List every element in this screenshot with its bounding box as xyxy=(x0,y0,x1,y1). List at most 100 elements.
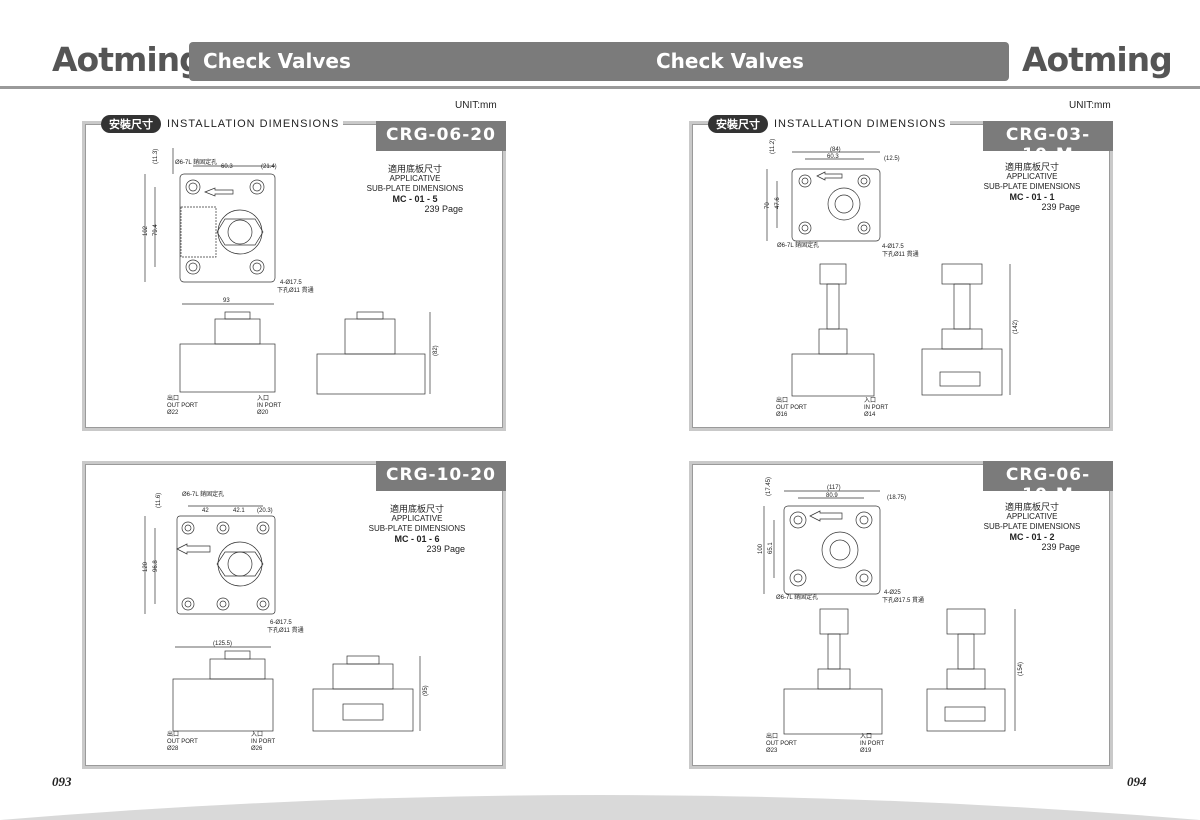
svg-text:出口: 出口 xyxy=(167,394,179,402)
subplate-code: MC - 01 - 5 xyxy=(392,194,438,204)
brand-logo-right: Aotming xyxy=(1022,40,1173,79)
subplate-en1: APPLICATIVE xyxy=(391,514,443,523)
subplate-en2: SUB-PLATE DIMENSIONS xyxy=(983,182,1081,191)
subplate-page: 239 Page xyxy=(1041,202,1080,212)
svg-text:42.1: 42.1 xyxy=(233,508,245,514)
subplate-cn: 適用底板尺寸 xyxy=(389,504,444,514)
subplate-page: 239 Page xyxy=(1041,542,1080,552)
svg-text:(12.5): (12.5) xyxy=(884,156,900,162)
svg-text:Ø6-7L 銷固定孔: Ø6-7L 銷固定孔 xyxy=(777,241,819,249)
svg-text:(142): (142) xyxy=(1013,320,1019,334)
valve-drawing: Ø6-7L 銷固定孔 60.3 (21.4) 102 79.4 (11.3) 4… xyxy=(143,148,439,416)
svg-text:出口: 出口 xyxy=(167,730,179,738)
svg-text:下孔Ø11 貫通: 下孔Ø11 貫通 xyxy=(277,286,314,294)
svg-text:Ø26: Ø26 xyxy=(251,746,263,752)
svg-text:IN PORT: IN PORT xyxy=(251,739,276,745)
svg-text:IN PORT: IN PORT xyxy=(860,741,885,747)
subplate-info: 適用底板尺寸 APPLICATIVE SUB-PLATE DIMENSIONS … xyxy=(972,162,1092,212)
front-view-body xyxy=(179,343,276,393)
section-title-center: Check Valves xyxy=(656,49,804,73)
svg-text:Ø20: Ø20 xyxy=(257,410,269,416)
svg-text:出口: 出口 xyxy=(776,396,788,404)
footer-arc xyxy=(0,795,1200,820)
subplate-en2: SUB-PLATE DIMENSIONS xyxy=(368,524,466,533)
svg-text:OUT PORT: OUT PORT xyxy=(776,405,807,411)
svg-text:Ø19: Ø19 xyxy=(860,748,872,754)
subplate-en2: SUB-PLATE DIMENSIONS xyxy=(366,184,464,193)
top-view-body xyxy=(179,173,276,283)
install-dimensions-label: 安裝尺寸 INSTALLATION DIMENSIONS xyxy=(708,115,951,133)
valve-drawing: Ø6-7L 銷固定孔 42 42.1 (20.3) (11.6) 120 96.… xyxy=(143,490,429,752)
svg-text:(11.6): (11.6) xyxy=(156,493,162,508)
svg-text:Ø6-7L 銷固定孔: Ø6-7L 銷固定孔 xyxy=(776,593,818,601)
header-bar: Check Valves Check Valves xyxy=(189,42,1009,81)
subplate-en2: SUB-PLATE DIMENSIONS xyxy=(983,522,1081,531)
svg-text:Ø22: Ø22 xyxy=(167,410,179,416)
svg-text:下孔Ø11 貫通: 下孔Ø11 貫通 xyxy=(267,626,304,634)
svg-text:入口: 入口 xyxy=(864,397,876,404)
svg-text:42: 42 xyxy=(202,508,209,514)
subplate-page: 239 Page xyxy=(424,204,463,214)
svg-text:(117): (117) xyxy=(827,485,841,491)
model-tag: CRG-03-10-M xyxy=(983,121,1113,165)
svg-text:(11.3): (11.3) xyxy=(153,149,159,164)
svg-text:(18.75): (18.75) xyxy=(887,495,906,501)
subplate-info: 適用底板尺寸 APPLICATIVE SUB-PLATE DIMENSIONS … xyxy=(357,504,477,554)
model-tag: CRG-10-20 xyxy=(376,461,506,491)
svg-text:Ø6-7L 銷固定孔: Ø6-7L 銷固定孔 xyxy=(175,158,217,166)
svg-text:(125.5): (125.5) xyxy=(213,641,232,647)
svg-text:Ø16: Ø16 xyxy=(776,412,788,418)
subplate-code: MC - 01 - 1 xyxy=(1009,192,1055,202)
subplate-cn: 適用底板尺寸 xyxy=(387,164,442,174)
section-title-left: Check Valves xyxy=(203,49,351,73)
svg-text:IN PORT: IN PORT xyxy=(864,405,889,411)
panel-crg-06-10-m: CRG-06-10-M 適用底板尺寸 APPLICATIVE SUB-PLATE… xyxy=(689,461,1113,769)
install-label-cn: 安裝尺寸 xyxy=(101,115,161,133)
page-number-right: 094 xyxy=(1127,774,1147,789)
svg-text:(21.4): (21.4) xyxy=(261,164,277,170)
valve-drawing: (84) 60.3 (12.5) (11.2) 70 47.6 Ø6-7L 銷固… xyxy=(765,139,1019,418)
svg-text:(95): (95) xyxy=(423,685,429,696)
svg-text:4-Ø17.5: 4-Ø17.5 xyxy=(280,280,302,286)
valve-drawing: (117) 80.9 (18.75) (17.45) 100 65.1 Ø6-7… xyxy=(758,477,1024,754)
svg-text:4-Ø25: 4-Ø25 xyxy=(884,590,901,596)
install-dimensions-label: 安裝尺寸 INSTALLATION DIMENSIONS xyxy=(101,115,344,133)
svg-text:120: 120 xyxy=(143,561,149,572)
header-divider xyxy=(0,86,1200,89)
subplate-page: 239 Page xyxy=(426,544,465,554)
subplate-cn: 適用底板尺寸 xyxy=(1004,162,1059,172)
svg-text:70: 70 xyxy=(765,202,771,209)
page-number-left: 093 xyxy=(52,774,72,789)
install-label-en: INSTALLATION DIMENSIONS xyxy=(774,118,947,130)
svg-text:100: 100 xyxy=(758,543,764,554)
svg-text:出口: 出口 xyxy=(766,732,778,740)
subplate-en1: APPLICATIVE xyxy=(1006,512,1058,521)
svg-text:6-Ø17.5: 6-Ø17.5 xyxy=(270,620,292,626)
brand-logo-left: Aotming xyxy=(52,40,203,79)
install-label-cn: 安裝尺寸 xyxy=(708,115,768,133)
subplate-en1: APPLICATIVE xyxy=(389,174,441,183)
svg-text:65.1: 65.1 xyxy=(768,542,774,554)
svg-text:(154): (154) xyxy=(1018,662,1024,676)
subplate-info: 適用底板尺寸 APPLICATIVE SUB-PLATE DIMENSIONS … xyxy=(972,502,1092,552)
subplate-code: MC - 01 - 6 xyxy=(394,534,440,544)
svg-text:OUT PORT: OUT PORT xyxy=(167,403,198,409)
panel-crg-06-20: 安裝尺寸 INSTALLATION DIMENSIONS CRG-06-20 適… xyxy=(82,115,506,431)
svg-text:入口: 入口 xyxy=(257,395,269,402)
svg-text:Ø23: Ø23 xyxy=(766,748,778,754)
svg-text:47.6: 47.6 xyxy=(775,197,781,209)
svg-text:93: 93 xyxy=(223,298,230,304)
svg-text:(11.2): (11.2) xyxy=(770,139,776,154)
svg-text:60.3: 60.3 xyxy=(827,154,839,160)
model-tag: CRG-06-20 xyxy=(376,121,506,151)
svg-text:下孔Ø17.5 貫通: 下孔Ø17.5 貫通 xyxy=(882,596,924,604)
svg-text:4-Ø17.5: 4-Ø17.5 xyxy=(882,244,904,250)
svg-text:下孔Ø11 貫通: 下孔Ø11 貫通 xyxy=(882,250,919,258)
svg-text:(17.45): (17.45) xyxy=(766,477,772,496)
svg-text:60.3: 60.3 xyxy=(221,164,233,170)
svg-text:入口: 入口 xyxy=(860,733,872,740)
subplate-cn: 適用底板尺寸 xyxy=(1004,502,1059,512)
svg-text:96.8: 96.8 xyxy=(153,560,159,572)
svg-text:80.9: 80.9 xyxy=(826,493,838,499)
svg-text:Ø6-7L 銷固定孔: Ø6-7L 銷固定孔 xyxy=(182,490,224,498)
